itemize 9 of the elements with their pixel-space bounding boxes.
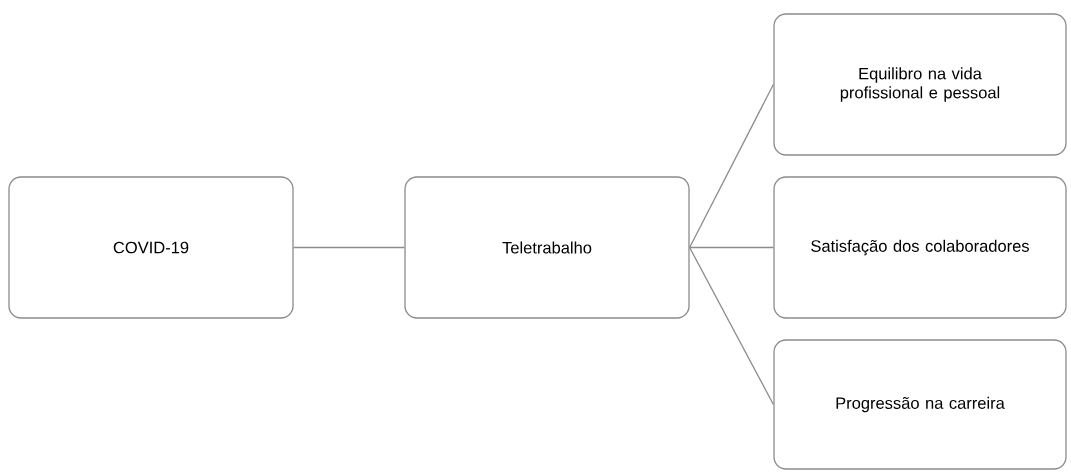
process-box: Satisfação dos colaboradores	[773, 176, 1067, 319]
process-box: Progressão na carreira	[773, 339, 1067, 470]
connector-line	[689, 83, 774, 249]
process-box: Teletrabalho	[404, 176, 690, 319]
process-box: COVID-19	[8, 176, 294, 319]
connector-line	[689, 246, 774, 249]
connector-line	[293, 246, 405, 249]
connector-line	[689, 246, 774, 406]
process-box: Equilibro na vida profissional e pessoal	[773, 13, 1067, 156]
